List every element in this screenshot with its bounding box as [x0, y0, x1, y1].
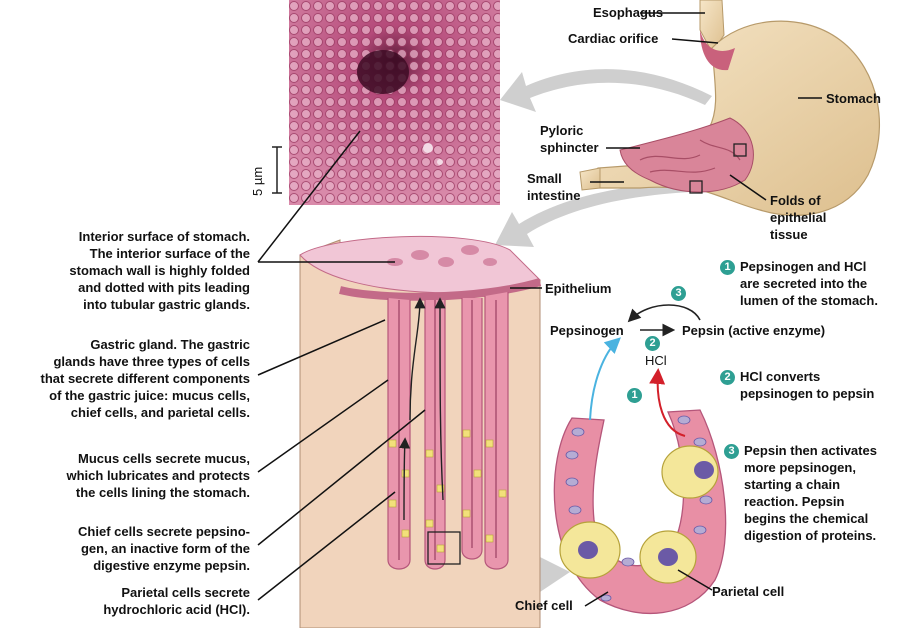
step-1-text: 1 Pepsinogen and HCl are secreted into th… [720, 258, 878, 309]
small-intestine-line-2: intestine [527, 188, 581, 203]
step-2-badge: 2 [720, 370, 735, 385]
description-line: stomach wall is highly folded [69, 263, 250, 278]
step-1-badge: 1 [720, 260, 735, 275]
description-line: Chief cells secrete pepsino- [78, 524, 250, 539]
description-line: chief cells, and parietal cells. [70, 405, 250, 420]
leader-lines [257, 12, 822, 607]
stomach-illustration [579, 0, 880, 216]
pyloric-sphincter-line-1: Pyloric [540, 123, 584, 138]
folds-line-2: epithelial [770, 210, 827, 225]
cardiac-orifice-label: Cardiac orifice [568, 31, 659, 46]
step-line: HCl converts [740, 369, 821, 384]
gastric-tissue-block [299, 235, 542, 628]
description-line: Gastric gland. The gastric [90, 337, 250, 352]
folds-line-3: tissue [770, 227, 808, 242]
pyloric-sphincter-line-2: sphincter [540, 140, 599, 155]
interior-surface-description: Interior surface of stomach. The interio… [0, 228, 250, 313]
stomach-label: Stomach [826, 91, 881, 106]
parietal-cells-description: Parietal cells secrete hydrochloric acid… [0, 584, 250, 618]
description-line: into tubular gastric glands. [83, 297, 250, 312]
description-line: gen, an inactive form of the [80, 541, 250, 556]
hcl-label: HCl [645, 353, 667, 368]
chain-reaction-arrow [627, 304, 701, 323]
description-line: The interior surface of the [89, 246, 250, 261]
step-line: more pepsinogen, [744, 460, 856, 475]
description-line: Parietal cells secrete [121, 585, 250, 600]
step-line: reaction. Pepsin [744, 494, 845, 509]
mucus-cells-description: Mucus cells secrete mucus, which lubrica… [0, 450, 251, 501]
step-2-text: 2 HCl converts pepsinogen to pepsin [720, 368, 874, 402]
folds-line-1: Folds of [770, 193, 821, 208]
pyloric-sphincter-label: Pyloric sphincter [540, 122, 599, 156]
description-line: Mucus cells secrete mucus, [78, 451, 250, 466]
step-line: starting a chain [744, 477, 841, 492]
zoom-arrow-middle [495, 182, 690, 247]
folds-label: Folds of epithelial tissue [770, 192, 826, 243]
step-line: pepsinogen to pepsin [740, 386, 875, 401]
pepsin-label: Pepsin (active enzyme) [682, 323, 826, 338]
small-intestine-label: Small intestine [527, 170, 580, 204]
micrograph [289, 0, 500, 205]
description-line: which lubricates and protects [66, 468, 251, 483]
description-line: Interior surface of stomach. [78, 229, 250, 244]
pepsinogen-label: Pepsinogen [550, 323, 624, 338]
gland-cell-cluster [553, 409, 727, 615]
step-3-badge: 3 [724, 444, 739, 459]
description-line: that secrete different components [40, 371, 251, 386]
small-intestine-line-1: Small [527, 171, 562, 186]
description-line: the cells lining the stomach. [75, 485, 250, 500]
description-line: digestive enzyme pepsin. [93, 558, 250, 573]
chief-cell-label: Chief cell [515, 598, 573, 613]
description-line: hydrochloric acid (HCl). [103, 602, 250, 617]
scale-bar-label: 5 µm [250, 166, 265, 196]
step-line: lumen of the stomach. [740, 293, 878, 308]
zoom-arrow-top [500, 69, 712, 112]
step-line: Pepsinogen and HCl [740, 259, 867, 274]
step-1-marker: 1 [627, 388, 642, 403]
gastric-gland-description: Gastric gland. The gastric glands have t… [0, 336, 251, 421]
description-line: of the gastric juice: mucus cells, [49, 388, 250, 403]
secretion-arrow-blue [589, 337, 621, 421]
step-line: are secreted into the [740, 276, 868, 291]
scale-bar [272, 146, 282, 194]
parietal-cell-label: Parietal cell [712, 584, 785, 599]
epithelium-label: Epithelium [545, 281, 612, 296]
step-2-marker: 2 [645, 336, 660, 351]
chief-cells-description: Chief cells secrete pepsino- gen, an ina… [0, 523, 250, 574]
esophagus-label: Esophagus [593, 5, 664, 20]
description-line: glands have three types of cells [53, 354, 250, 369]
step-line: begins the chemical [744, 511, 869, 526]
step-line: Pepsin then activates [744, 443, 877, 458]
step-line: digestion of proteins. [744, 528, 877, 543]
description-line: and dotted with pits leading [78, 280, 250, 295]
step-3-marker: 3 [671, 286, 686, 301]
secretion-arrow-red [649, 368, 686, 437]
